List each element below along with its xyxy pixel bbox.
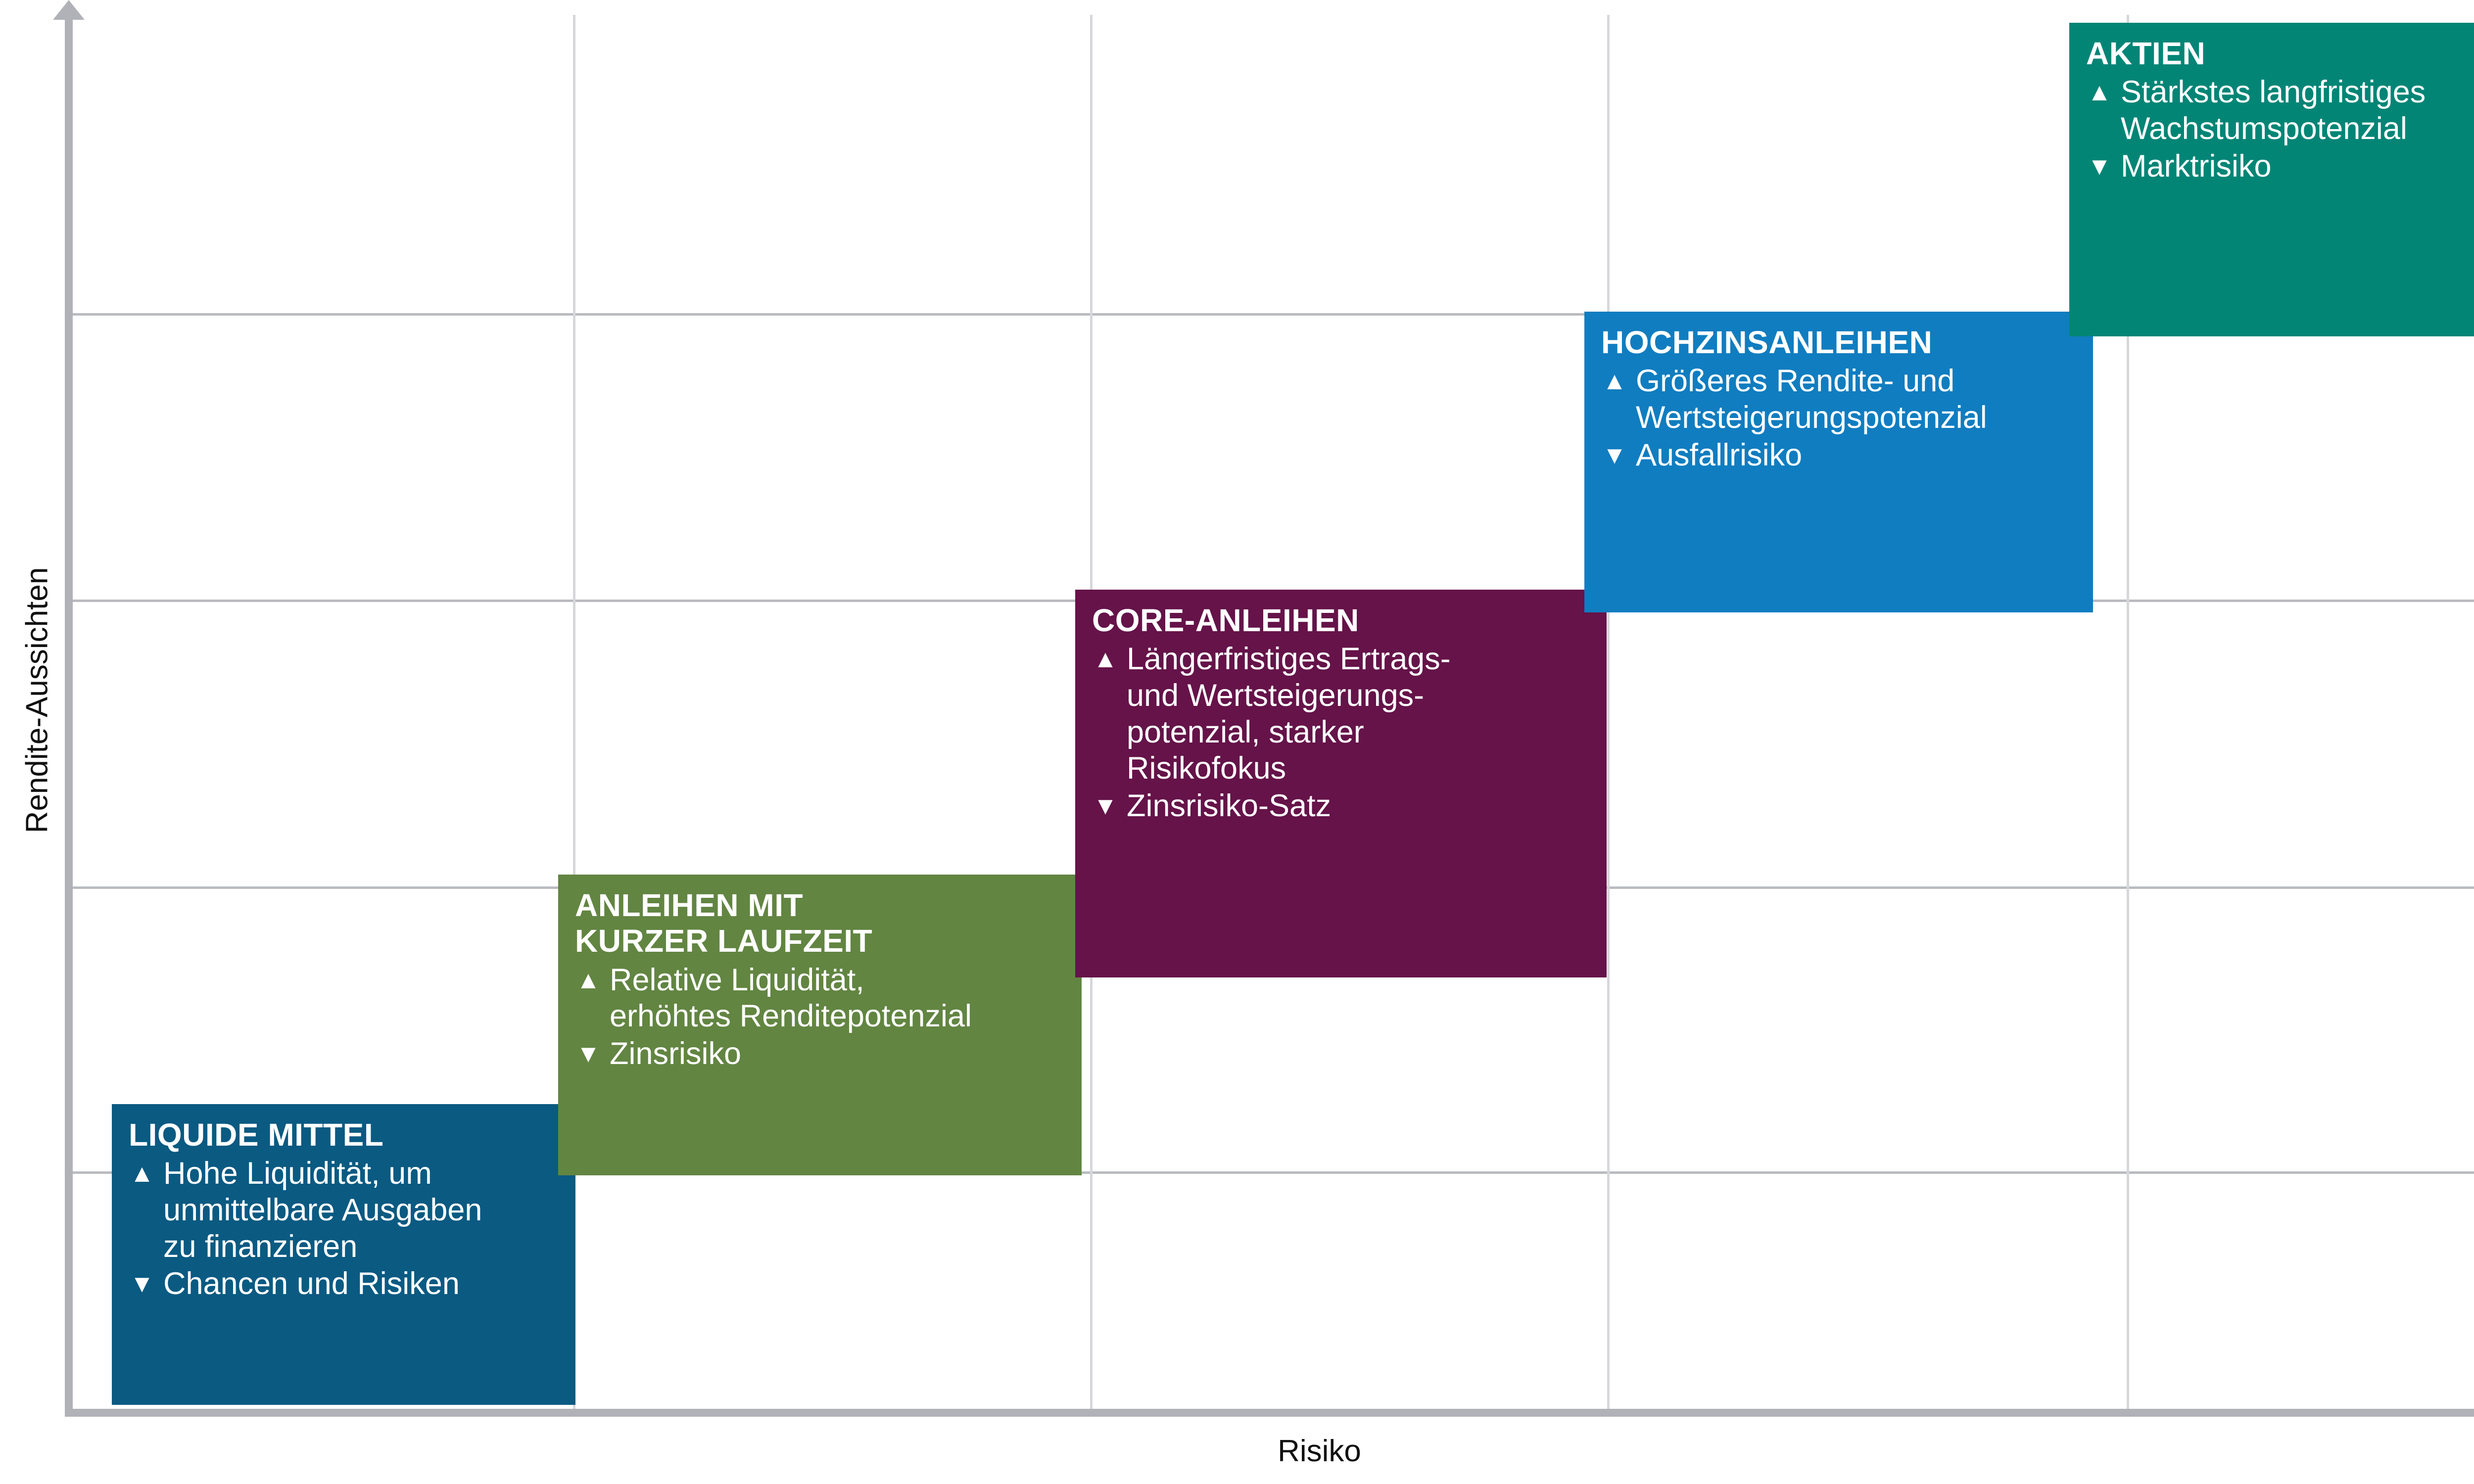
block-aktien[interactable]: AKTIEN ▲ Stärkstes langfristiges Wachstu…: [2069, 23, 2474, 336]
y-axis-line: [65, 15, 73, 1417]
gridline-horizontal-1: [73, 313, 2474, 316]
bullet-downside: ▼ Zinsrisiko: [575, 1036, 1065, 1072]
triangle-down-icon: ▼: [1602, 441, 1627, 469]
triangle-up-icon: ▲: [2087, 78, 2112, 106]
bullet-downside-text: Zinsrisiko: [610, 1036, 742, 1071]
triangle-up-icon: ▲: [1093, 645, 1118, 673]
y-axis-label: Rendite-Aussichten: [20, 567, 54, 834]
bullet-upside-text: Stärkstes langfristiges Wachstumspotenzi…: [2121, 75, 2426, 146]
bullet-upside: ▲ Stärkstes langfristiges Wachstumspoten…: [2086, 74, 2474, 147]
block-hochzinsanleihen[interactable]: HOCHZINSANLEIHEN ▲ Größeres Rendite- und…: [1584, 312, 2093, 612]
block-title: HOCHZINSANLEIHEN: [1601, 325, 1933, 360]
bullet-downside-text: Zinsrisiko-Satz: [1127, 788, 1332, 824]
block-bullets: ▲ Relative Liquidität, erhöhtes Renditep…: [575, 962, 1065, 1072]
bullet-upside: ▲ Längerfristiges Ertrags- und Wertsteig…: [1092, 641, 1590, 787]
triangle-up-icon: ▲: [1602, 367, 1627, 395]
bullet-upside-text: Längerfristiges Ertrags- und Wertsteiger…: [1127, 642, 1451, 786]
block-title: ANLEIHEN MIT KURZER LAUFZEIT: [575, 887, 873, 959]
triangle-down-icon: ▼: [576, 1040, 601, 1068]
bullet-upside: ▲ Größeres Rendite- und Wertsteigerungsp…: [1601, 363, 2076, 436]
x-axis-label: Risiko: [1278, 1434, 1361, 1468]
bullet-upside-text: Relative Liquidität, erhöhtes Renditepot…: [610, 962, 972, 1034]
bullet-upside-text: Größeres Rendite- und Wertsteigerungspot…: [1636, 364, 1987, 435]
bullet-upside: ▲ Relative Liquidität, erhöhtes Renditep…: [575, 962, 1065, 1035]
x-axis-line: [65, 1409, 2474, 1417]
bullet-downside: ▼ Zinsrisiko-Satz: [1092, 788, 1590, 825]
bullet-downside-text: Ausfallrisiko: [1636, 437, 1803, 472]
gridline-vertical-4: [2127, 15, 2129, 1409]
gridline-vertical-3: [1607, 15, 1610, 1409]
triangle-down-icon: ▼: [130, 1270, 154, 1298]
bullet-downside-text: Chancen und Risiken: [163, 1266, 460, 1301]
gridline-vertical-1: [573, 15, 575, 1409]
block-bullets: ▲ Stärkstes langfristiges Wachstumspoten…: [2086, 74, 2474, 185]
bullet-downside: ▼ Chancen und Risiken: [129, 1266, 559, 1302]
triangle-down-icon: ▼: [1093, 792, 1118, 820]
bullet-downside-text: Marktrisiko: [2121, 148, 2272, 184]
y-axis-arrow-icon: [53, 0, 85, 20]
block-bullets: ▲ Längerfristiges Ertrags- und Wertsteig…: [1092, 641, 1590, 825]
triangle-up-icon: ▲: [130, 1159, 154, 1188]
block-bullets: ▲ Hohe Liquidität, um unmittelbare Ausga…: [129, 1156, 559, 1302]
block-title: LIQUIDE MITTEL: [129, 1117, 384, 1153]
bullet-upside-text: Hohe Liquidität, um unmittelbare Ausgabe…: [163, 1156, 482, 1264]
gridline-horizontal-4: [73, 1171, 2474, 1174]
triangle-down-icon: ▼: [2087, 152, 2112, 180]
block-core-anleihen[interactable]: CORE-ANLEIHEN ▲ Längerfristiges Ertrags-…: [1075, 590, 1607, 977]
block-title: AKTIEN: [2086, 36, 2206, 71]
block-bullets: ▲ Größeres Rendite- und Wertsteigerungsp…: [1601, 363, 2076, 473]
block-liquide-mittel[interactable]: LIQUIDE MITTEL ▲ Hohe Liquidität, um unm…: [112, 1104, 575, 1405]
block-anleihen-mit-kurzer-laufzeit[interactable]: ANLEIHEN MIT KURZER LAUFZEIT ▲ Relative …: [558, 875, 1082, 1175]
triangle-up-icon: ▲: [576, 966, 601, 994]
bullet-upside: ▲ Hohe Liquidität, um unmittelbare Ausga…: [129, 1156, 559, 1265]
bullet-downside: ▼ Marktrisiko: [2086, 148, 2474, 185]
bullet-downside: ▼ Ausfallrisiko: [1601, 437, 2076, 474]
block-title: CORE-ANLEIHEN: [1092, 603, 1359, 638]
